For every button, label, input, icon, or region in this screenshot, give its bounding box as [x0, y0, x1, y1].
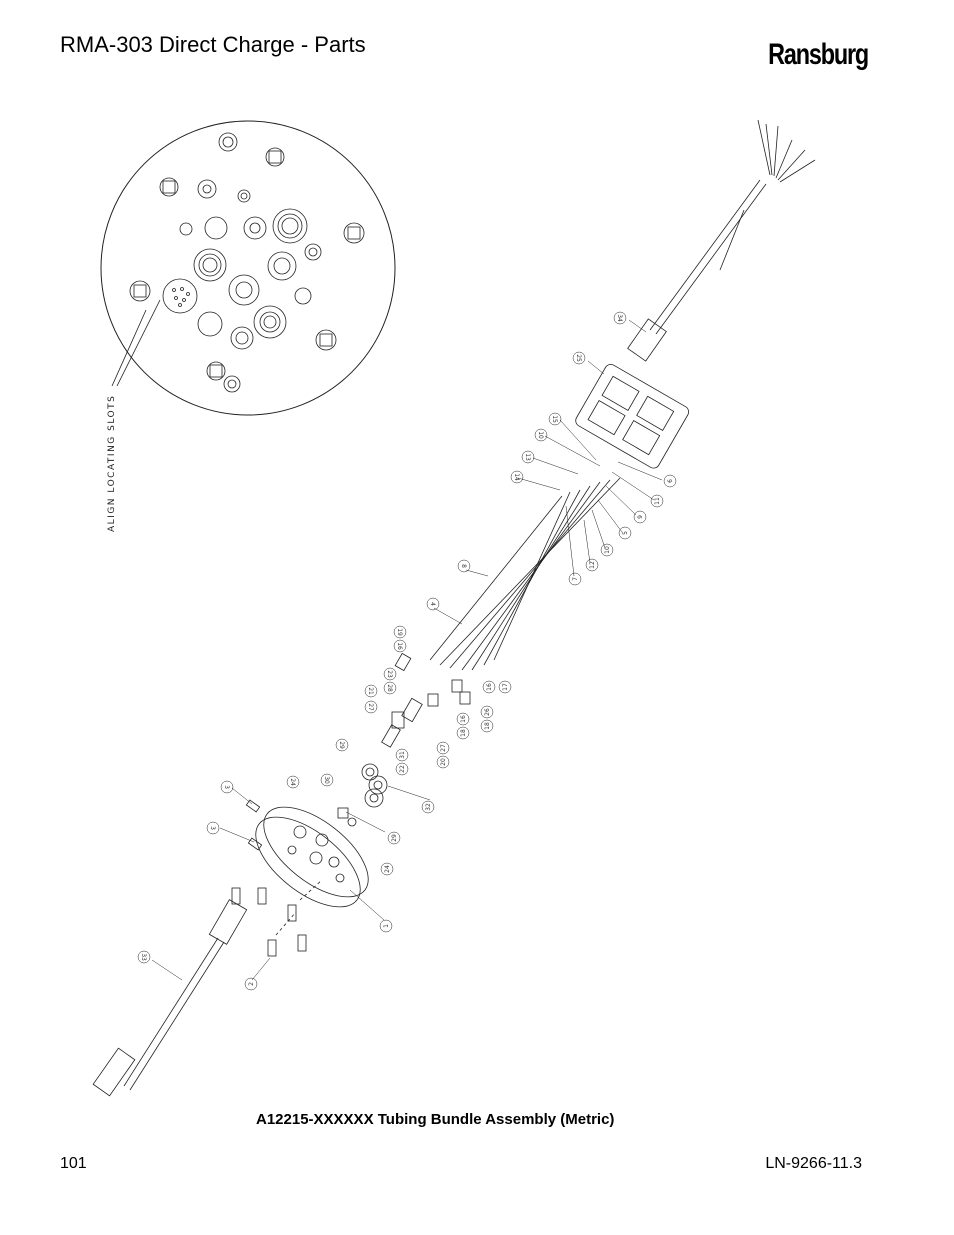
svg-text:12: 12 [589, 561, 596, 569]
callout-label: 29 [387, 831, 401, 845]
svg-text:22: 22 [399, 765, 406, 773]
svg-text:4: 4 [429, 602, 436, 606]
svg-text:33: 33 [140, 953, 147, 961]
callout-label: 9 [633, 510, 647, 524]
callout-label: 13 [521, 450, 535, 464]
svg-text:16: 16 [486, 683, 493, 691]
callout-label: 18 [480, 719, 494, 733]
callout-label: 23 [383, 667, 397, 681]
svg-text:8: 8 [460, 564, 467, 568]
document-number: LN-9266-11.3 [765, 1155, 862, 1172]
callout-label: 21 [364, 684, 378, 698]
callout-label: 22 [395, 762, 409, 776]
callout-label: 20 [436, 755, 450, 769]
callout-label: 11 [650, 494, 664, 508]
callout-label: 10 [600, 543, 614, 557]
callout-label: 34 [613, 311, 627, 325]
svg-text:5: 5 [622, 531, 629, 535]
svg-text:7: 7 [572, 577, 579, 581]
page-title: RMA-303 Direct Charge - Parts [60, 32, 366, 57]
svg-text:3: 3 [209, 826, 216, 830]
callout-label: 25 [572, 351, 586, 365]
callout-label: 27 [364, 700, 378, 714]
svg-text:6: 6 [667, 479, 674, 483]
callout-label: 1 [379, 919, 393, 933]
svg-text:10: 10 [604, 546, 611, 554]
svg-text:27: 27 [440, 744, 447, 752]
manifold-block [575, 363, 690, 469]
page-number: 101 [60, 1155, 87, 1172]
base-plate [263, 806, 369, 898]
svg-text:13: 13 [524, 453, 531, 461]
callout-label: 27 [436, 741, 450, 755]
callout-label: 24 [286, 775, 300, 789]
svg-text:11: 11 [654, 497, 661, 505]
svg-text:10: 10 [537, 431, 544, 439]
callout-label: 28 [383, 681, 397, 695]
svg-text:16: 16 [396, 642, 403, 650]
svg-text:18: 18 [460, 729, 467, 737]
callout-label: 14 [510, 470, 524, 484]
svg-text:17: 17 [502, 683, 509, 691]
callout-label: 19 [393, 625, 407, 639]
callout-label: 33 [137, 950, 151, 964]
callout-label: 6 [663, 474, 677, 488]
svg-text:32: 32 [425, 803, 432, 811]
svg-text:25: 25 [575, 354, 582, 362]
svg-text:24: 24 [384, 865, 391, 873]
callout-label: 31 [395, 748, 409, 762]
svg-text:14: 14 [513, 473, 520, 481]
callout-label: 16 [393, 639, 407, 653]
callout-label: 18 [456, 726, 470, 740]
end-view-plate [100, 120, 396, 416]
callout-label: 10 [534, 428, 548, 442]
callout-label: 4 [426, 597, 440, 611]
callout-label: 30 [320, 773, 334, 787]
svg-text:9: 9 [637, 515, 644, 519]
svg-text:24: 24 [289, 778, 296, 786]
callout-label: 24 [380, 862, 394, 876]
svg-text:26: 26 [484, 708, 491, 716]
callout-label: 7 [568, 572, 582, 586]
callout-label: 16 [482, 680, 496, 694]
align-locating-slots-label: ALIGN LOCATING SLOTS [107, 395, 117, 532]
callout-label: 32 [421, 800, 435, 814]
svg-text:29: 29 [391, 834, 398, 842]
svg-text:31: 31 [399, 751, 406, 759]
svg-text:21: 21 [367, 687, 374, 695]
callout-label: 16 [456, 712, 470, 726]
svg-text:28: 28 [386, 684, 393, 692]
svg-text:16: 16 [460, 715, 467, 723]
svg-text:23: 23 [386, 670, 393, 678]
callout-label: 5 [618, 526, 632, 540]
callout-label: 8 [457, 559, 471, 573]
callout-label: 15 [548, 412, 562, 426]
figure-caption: A12215-XXXXXX Tubing Bundle Assembly (Me… [256, 1111, 615, 1128]
svg-text:1: 1 [383, 924, 390, 928]
svg-text:3: 3 [223, 785, 230, 789]
callout-label: 29 [335, 738, 349, 752]
svg-text:18: 18 [484, 722, 491, 730]
svg-text:30: 30 [323, 776, 330, 784]
brand-logo: Ransburg [768, 38, 869, 71]
svg-text:20: 20 [440, 758, 447, 766]
callout-label: 3 [220, 780, 234, 794]
svg-text:19: 19 [396, 628, 403, 636]
svg-text:34: 34 [616, 314, 623, 322]
callout-label: 3 [206, 821, 220, 835]
callout-label: 12 [585, 558, 599, 572]
svg-text:2: 2 [248, 982, 255, 986]
callout-label: 17 [498, 680, 512, 694]
svg-text:15: 15 [551, 415, 558, 423]
callout-label: 2 [244, 977, 258, 991]
svg-text:29: 29 [338, 741, 345, 749]
svg-text:27: 27 [367, 703, 374, 711]
callout-label: 26 [480, 705, 494, 719]
